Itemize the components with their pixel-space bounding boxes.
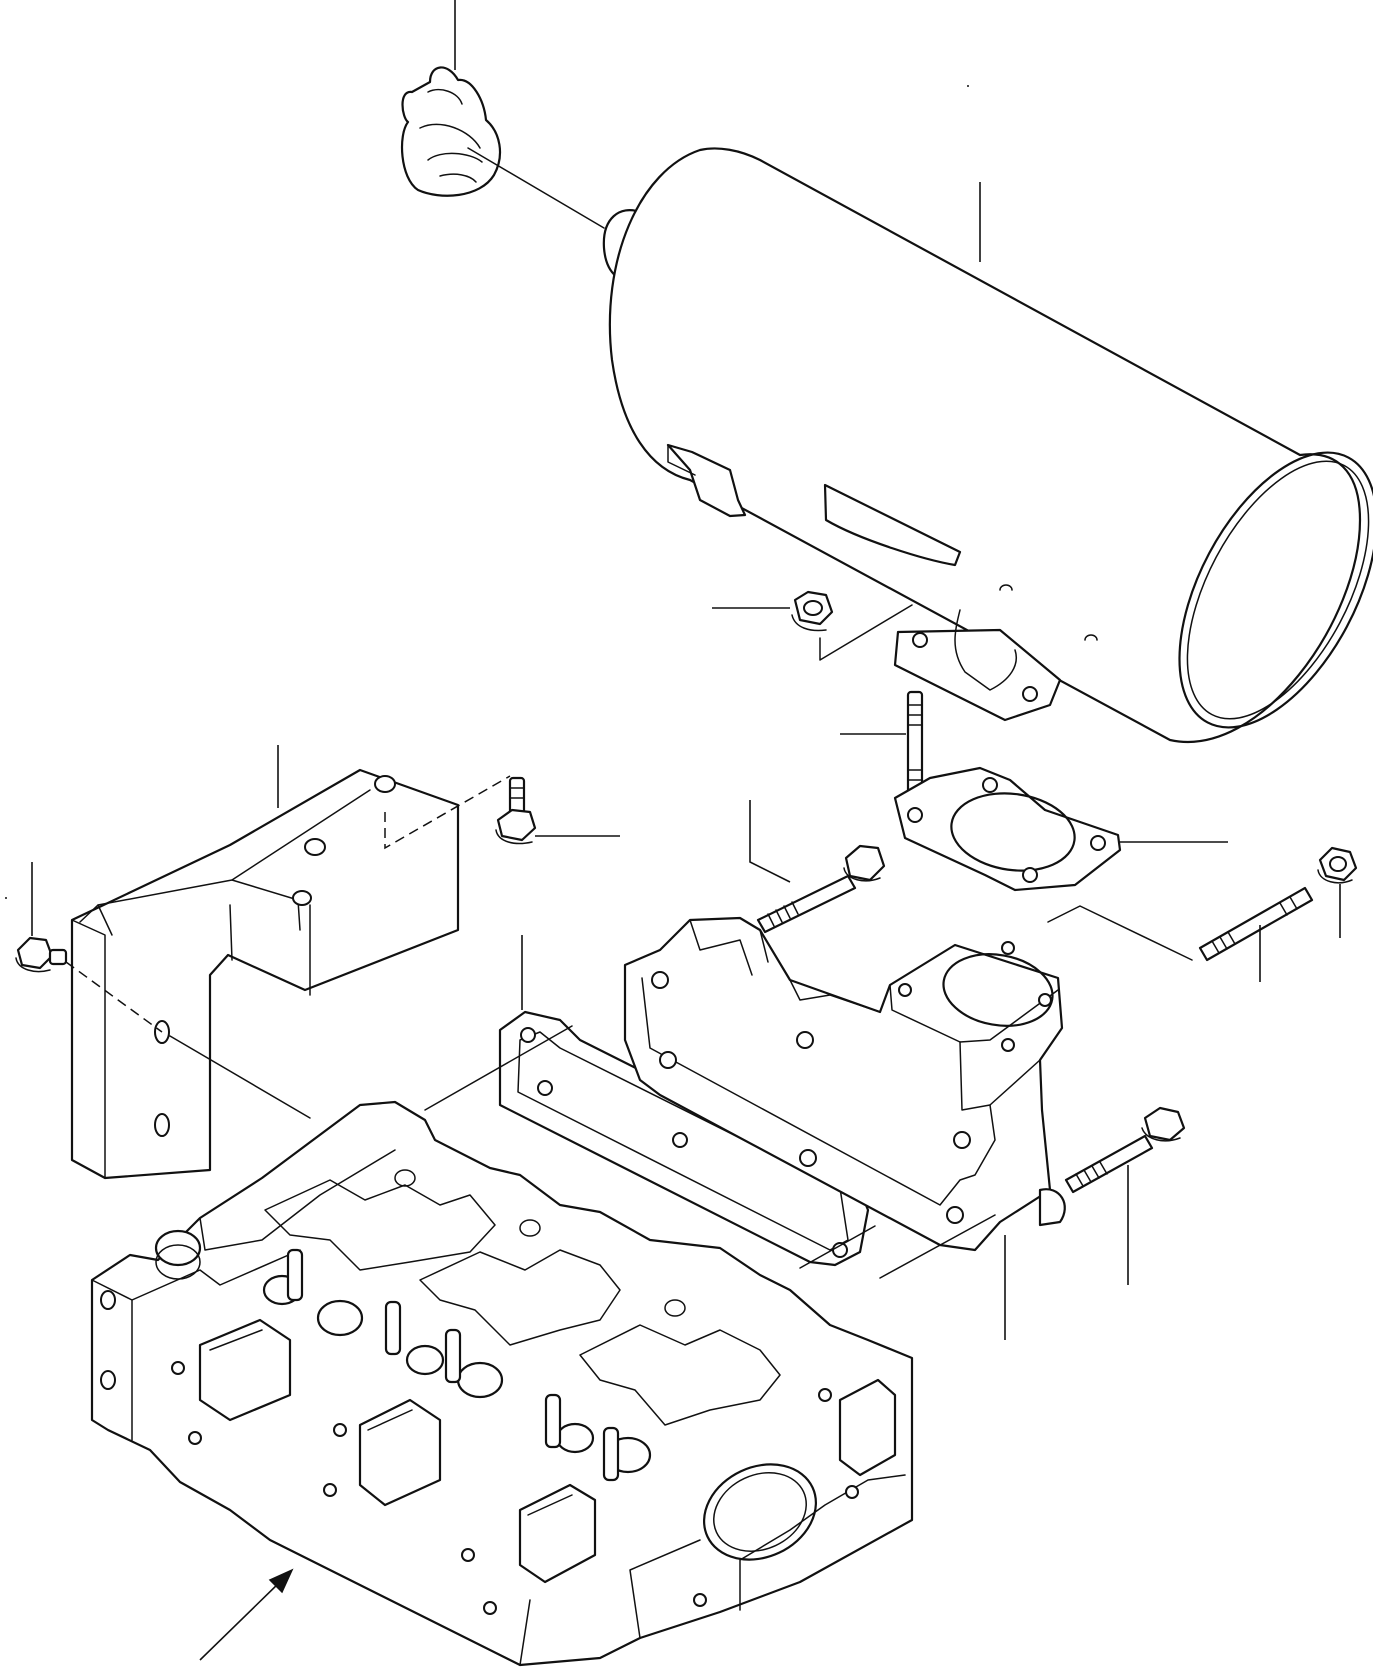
centerline-bolt-left	[65, 961, 163, 1033]
bracket-bolt-right[interactable]	[495, 776, 537, 845]
centerline-clamp	[467, 147, 605, 229]
speck	[967, 85, 969, 87]
bracket[interactable]	[70, 768, 460, 1180]
pipe-clamp[interactable]	[400, 66, 502, 197]
flange-nut-upper[interactable]	[791, 590, 834, 632]
leader-bolt-manifold-upper	[749, 800, 791, 883]
cylinder-head[interactable]	[90, 1100, 914, 1667]
bracket-bolt-left[interactable]	[15, 936, 68, 973]
centerline-nut-upper	[819, 604, 913, 661]
exhaust-manifold[interactable]	[623, 916, 1066, 1252]
centerline-gasket-a	[424, 1025, 573, 1111]
arrow-icon	[199, 1568, 294, 1661]
flange-nut-right[interactable]	[1317, 846, 1358, 884]
manifold-bolt-upper[interactable]	[756, 844, 886, 934]
centerline-bracket-head	[169, 1035, 311, 1119]
centerline-bolt-right	[384, 775, 511, 850]
speck	[5, 897, 7, 899]
centerline-stud-right	[1047, 905, 1193, 961]
centerline-manifold	[879, 1214, 996, 1279]
flange-gasket[interactable]	[893, 766, 1122, 892]
manifold-bolt-lower[interactable]	[1064, 1106, 1186, 1194]
stud-right[interactable]	[1198, 886, 1314, 962]
muffler[interactable]	[602, 147, 1373, 759]
centerline-gasket-b	[799, 1225, 876, 1269]
stud-upper[interactable]	[906, 690, 924, 796]
